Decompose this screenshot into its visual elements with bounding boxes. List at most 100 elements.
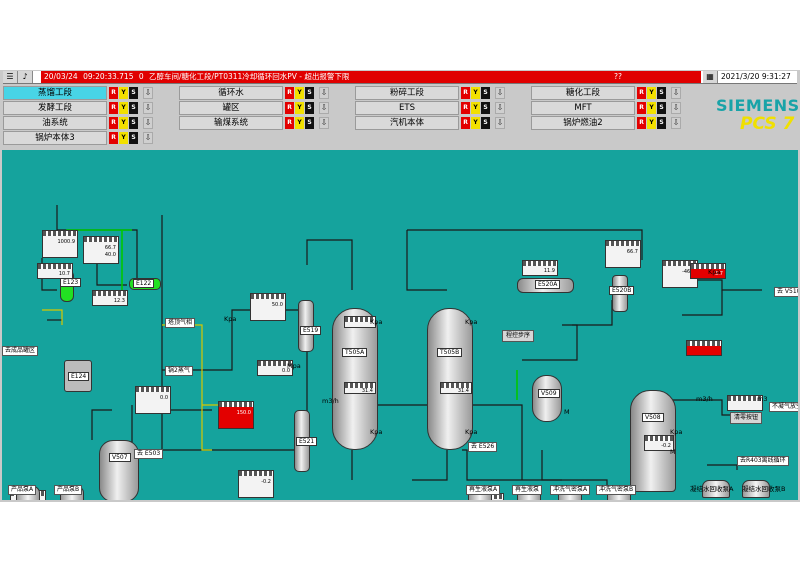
warning-lamp[interactable]: Y — [119, 117, 128, 129]
status-lamp[interactable]: S — [657, 87, 666, 99]
warning-lamp[interactable]: Y — [119, 102, 128, 114]
warning-lamp[interactable]: Y — [647, 102, 656, 114]
alarm-lamp[interactable]: R — [109, 117, 118, 129]
area-button[interactable]: 循环水 — [179, 86, 283, 100]
status-lamp[interactable]: S — [305, 117, 314, 129]
area-jump-icon[interactable]: ⇩ — [495, 87, 505, 99]
alarm-lamp[interactable]: R — [109, 87, 118, 99]
area-jump-icon[interactable]: ⇩ — [671, 87, 681, 99]
warning-lamp[interactable]: Y — [471, 117, 480, 129]
alarm-lamp[interactable]: R — [637, 87, 646, 99]
alarm-lamp[interactable]: R — [285, 117, 294, 129]
readout-panel[interactable] — [344, 316, 376, 328]
readout-panel[interactable]: 0.0 — [135, 386, 171, 414]
readout-panel[interactable]: -0.2 — [238, 470, 274, 498]
alarm-lamp[interactable]: R — [285, 102, 294, 114]
t505a-tower[interactable] — [332, 308, 378, 450]
v509-vessel[interactable] — [532, 375, 562, 422]
alarm-lamp[interactable]: R — [109, 132, 118, 144]
readout-panel[interactable]: 50.0 — [250, 293, 286, 321]
alarm-lamp[interactable]: R — [109, 102, 118, 114]
status-lamp[interactable]: S — [305, 102, 314, 114]
area-button[interactable]: 蒸馏工段 — [3, 86, 107, 100]
area-jump-icon[interactable]: ⇩ — [319, 87, 329, 99]
area-jump-icon[interactable]: ⇩ — [671, 117, 681, 129]
area-button[interactable]: 油系统 — [3, 116, 107, 130]
alarm-lamp[interactable]: R — [461, 87, 470, 99]
condensate-pump-b[interactable] — [742, 480, 770, 498]
status-lamp[interactable]: S — [129, 87, 138, 99]
status-lamp[interactable]: S — [481, 87, 490, 99]
alarm-lamp[interactable]: R — [461, 102, 470, 114]
calendar-icon[interactable]: ▦ — [703, 71, 718, 83]
readout-panel[interactable]: 0.0 — [257, 360, 293, 376]
alarm-readout-panel[interactable] — [686, 340, 722, 356]
warning-lamp[interactable]: Y — [647, 87, 656, 99]
status-lamp[interactable]: S — [129, 117, 138, 129]
status-lamp[interactable]: S — [305, 87, 314, 99]
warning-lamp[interactable]: Y — [471, 87, 480, 99]
readout-panel[interactable]: 11.9 — [522, 260, 558, 276]
status-lamp[interactable]: S — [481, 102, 490, 114]
program-step-button[interactable]: 程控步序 — [502, 330, 535, 342]
condensate-pump-a[interactable] — [702, 480, 730, 498]
warning-lamp[interactable]: Y — [295, 117, 304, 129]
area-button[interactable]: 锅炉燃油2 — [531, 116, 635, 130]
area-button[interactable]: 汽机本体 — [355, 116, 459, 130]
warning-lamp[interactable]: Y — [471, 102, 480, 114]
horn-icon[interactable]: ♪ — [18, 71, 33, 83]
alarm-ack-icon[interactable]: ☰ — [3, 71, 18, 83]
area-jump-icon[interactable]: ⇩ — [495, 102, 505, 114]
readout-value: 0.0 — [160, 395, 168, 401]
area-button[interactable]: 输煤系统 — [179, 116, 283, 130]
status-lamp[interactable]: S — [129, 102, 138, 114]
warning-lamp[interactable]: Y — [119, 132, 128, 144]
area-button[interactable]: 粉碎工段 — [355, 86, 459, 100]
warning-lamp[interactable]: Y — [647, 117, 656, 129]
status-lamp[interactable]: S — [657, 117, 666, 129]
readout-panel[interactable]: 66.7 — [605, 240, 641, 268]
alarm-lamp[interactable]: R — [637, 117, 646, 129]
area-jump-icon[interactable]: ⇩ — [143, 117, 153, 129]
area-jump-icon[interactable]: ⇩ — [143, 102, 153, 114]
alarm-lamp[interactable]: R — [637, 102, 646, 114]
area-jump-icon[interactable]: ⇩ — [671, 102, 681, 114]
area-button[interactable]: 发酵工段 — [3, 101, 107, 115]
warning-lamp[interactable]: Y — [295, 102, 304, 114]
alarm-readout-panel[interactable]: -3.7 — [690, 263, 726, 279]
area-jump-icon[interactable]: ⇩ — [319, 117, 329, 129]
area-button[interactable]: ETS — [355, 101, 459, 115]
alarm-readout-panel[interactable]: 150.0 — [218, 401, 254, 429]
alarm-lamp[interactable]: R — [461, 117, 470, 129]
area-jump-icon[interactable]: ⇩ — [495, 117, 505, 129]
regen-pump-b-label: 再生液泵 — [512, 485, 543, 495]
warning-lamp[interactable]: Y — [295, 87, 304, 99]
alarm-line[interactable]: 20/03/24 09:20:33.715 0 乙醇车间/糖化工段/PT0311… — [41, 71, 701, 83]
area-jump-icon[interactable]: ⇩ — [143, 132, 153, 144]
readout-panel[interactable]: -0.2 — [644, 435, 674, 451]
readout-value: 66.7 — [626, 249, 638, 255]
unit-m: M — [670, 448, 676, 456]
warning-lamp[interactable]: Y — [119, 87, 128, 99]
readout-panel[interactable]: 12.3 — [92, 290, 128, 306]
unit-mpa: Mpa — [287, 362, 301, 370]
area-button[interactable]: MFT — [531, 101, 635, 115]
readout-panel[interactable]: 10.7 — [37, 263, 73, 279]
status-lamp[interactable]: S — [129, 132, 138, 144]
area-jump-icon[interactable]: ⇩ — [319, 102, 329, 114]
status-lamp[interactable]: S — [657, 102, 666, 114]
area-button[interactable]: 锅炉本体3 — [3, 131, 107, 145]
area-button[interactable]: 糖化工段 — [531, 86, 635, 100]
alarm-lamp[interactable]: R — [285, 87, 294, 99]
reset-button[interactable]: 清零按钮 — [730, 412, 763, 424]
readout-panel[interactable]: 31.4 — [344, 382, 376, 394]
area-jump-icon[interactable]: ⇩ — [143, 87, 153, 99]
readout-panel[interactable] — [727, 395, 763, 411]
readout-panel[interactable]: 31.4 — [440, 382, 472, 394]
v507-vessel[interactable] — [99, 440, 139, 500]
readout-panel[interactable]: 1000.9 — [42, 230, 78, 258]
status-lamp[interactable]: S — [481, 117, 490, 129]
t505b-tower[interactable] — [427, 308, 473, 450]
area-button[interactable]: 罐区 — [179, 101, 283, 115]
